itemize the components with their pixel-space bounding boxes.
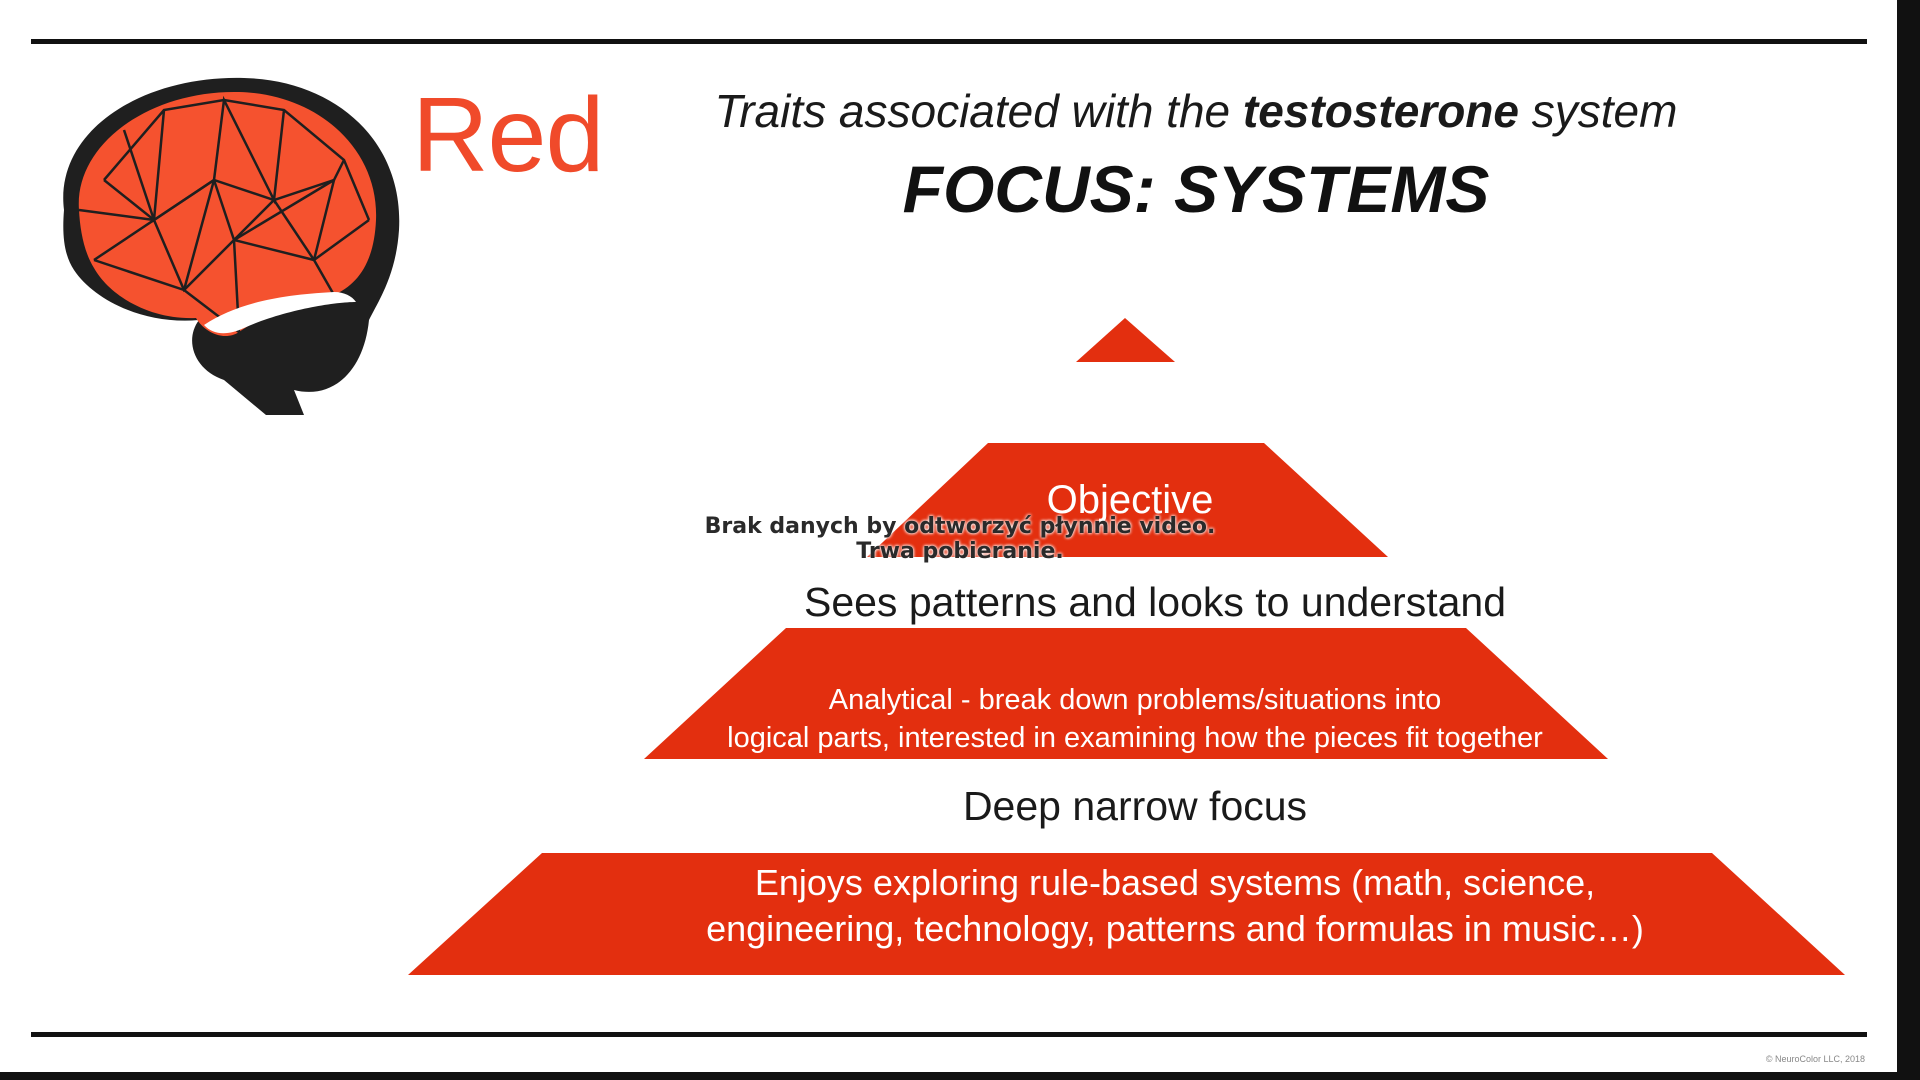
brand-word-red: Red	[412, 76, 604, 194]
top-rule	[31, 39, 1867, 44]
video-buffering-message: Brak danych by odtworzyć płynnie video. …	[640, 514, 1280, 565]
subtitle-bold: testosterone	[1242, 85, 1519, 137]
slide-title: FOCUS: SYSTEMS	[902, 152, 1490, 226]
tier-bottom-line-2: engineering, technology, patterns and fo…	[706, 908, 1644, 950]
pyramid-tier-bottom	[408, 853, 1845, 975]
pyramid-tier-middle	[644, 628, 1608, 759]
pyramid-tier-top	[867, 443, 1388, 557]
level-label-deep-focus: Deep narrow focus	[962, 783, 1308, 829]
copyright-notice: © NeuroColor LLC, 2018	[1765, 1054, 1865, 1064]
tier-middle-line-1: Analytical - break down problems/situati…	[828, 684, 1442, 716]
tier-bottom-line-1: Enjoys exploring rule-based systems (mat…	[754, 862, 1596, 903]
buffering-line-2: Trwa pobieranie.	[856, 539, 1064, 565]
level-label-patterns: Sees patterns and looks to understand	[803, 579, 1507, 625]
tier-bottom-label: Enjoys exploring rule-based systems (mat…	[560, 860, 1790, 952]
bottom-rule	[31, 1032, 1867, 1037]
subtitle-prefix: Traits associated with the	[714, 85, 1243, 137]
tier-middle-label: Analytical - break down problems/situati…	[640, 681, 1630, 758]
tier-middle-line-2: logical parts, interested in examining h…	[727, 722, 1543, 755]
pyramid-apex	[1076, 318, 1175, 362]
tier-top-label: Objective	[1046, 478, 1214, 522]
brain-icon	[63, 77, 400, 415]
slide-subtitle: Traits associated with the testosterone …	[0, 84, 1897, 139]
subtitle-suffix: system	[1518, 85, 1678, 137]
buffering-line-1: Brak danych by odtworzyć płynnie video.	[704, 514, 1216, 539]
